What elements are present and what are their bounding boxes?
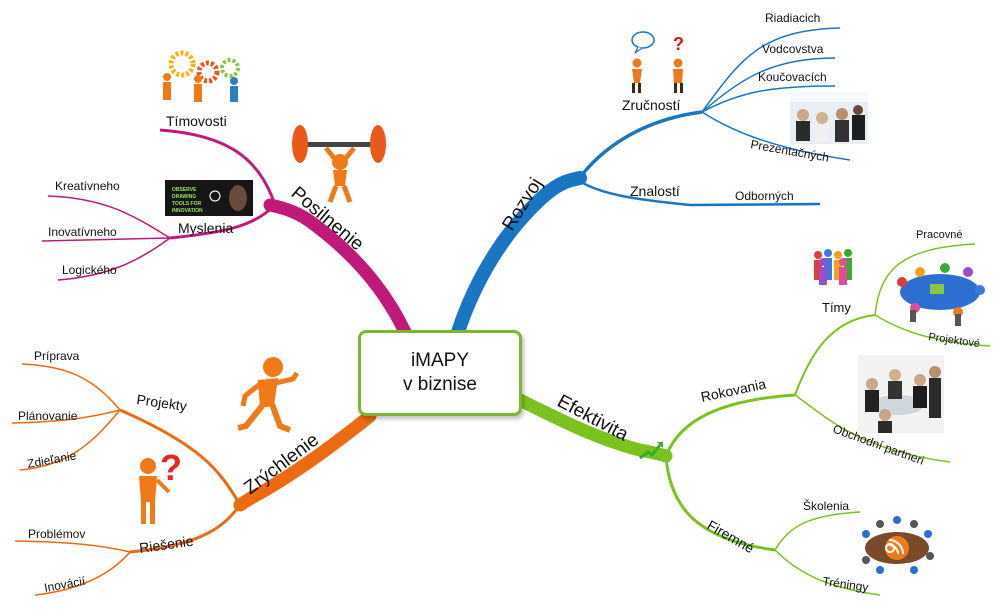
branch-posilnenie: Posilnenie Tímovosti Myslenia Kreatívneh… (41, 50, 412, 339)
svg-text:?: ? (160, 447, 182, 488)
projekty-label: Projekty (136, 391, 188, 414)
myslenia-label: Myslenia (178, 220, 233, 236)
link-zrucnosti (576, 110, 703, 182)
pracovne-label: Pracovné (916, 229, 962, 241)
timovosti-label: Tímovosti (166, 113, 227, 129)
weightlifter-icon (292, 125, 386, 203)
link-firemne (664, 455, 776, 552)
treningy-label: Tréningy (822, 574, 870, 594)
central-topic-line1: iMAPY (410, 350, 470, 371)
link-myslenia (169, 203, 277, 240)
discussion-people-icon: ? (631, 31, 684, 93)
vodcovstva-label: Vodcovstva (762, 42, 824, 56)
projektove-label: Projektové (928, 331, 981, 350)
timy-label: Tímy (822, 300, 851, 315)
zdielanie-label: Zdieľanie (26, 449, 78, 471)
team-table-icon (897, 263, 985, 326)
svg-text:?: ? (673, 34, 684, 54)
riadiacich-label: Riadiacich (765, 11, 820, 25)
inovativneho-label: Inovatívneho (48, 225, 117, 239)
svg-text:INNOVATION: INNOVATION (172, 208, 203, 214)
inovacii-label: Inovácií (43, 574, 87, 595)
koucovacich-label: Koučovacích (758, 70, 827, 84)
svg-text:DRAWING: DRAWING (172, 194, 196, 200)
znalosti-label: Znalostí (630, 183, 680, 199)
problemov-label: Problémov (28, 527, 85, 541)
firemne-label: Firemné (705, 517, 758, 557)
svg-text:TOOLS FOR: TOOLS FOR (172, 201, 201, 207)
business-partners-photo-icon (858, 355, 944, 433)
branch-rozvoj: Rozvoj Zručností Znalostí Riadiacich Vod… (451, 11, 868, 339)
myslenia-image-text: OBSERVE (172, 187, 197, 193)
link-znalosti (577, 178, 821, 207)
link-rokovania (664, 393, 796, 457)
kreativneho-label: Kreatívneho (55, 179, 120, 193)
odbornych-label: Odborných (735, 189, 794, 203)
central-topic: iMAPY v biznise (358, 330, 522, 416)
business-meeting-photo-icon (790, 92, 868, 144)
link-timovosti (159, 128, 277, 206)
planovanie-label: Plánovanie (18, 409, 78, 423)
training-round-table-icon (862, 516, 934, 574)
running-person-icon (237, 357, 300, 433)
innovation-thinking-photo-icon: OBSERVE DRAWING TOOLS FOR INNOVATION (165, 180, 253, 216)
riesenie-label: Riešenie (138, 533, 194, 556)
link-projekty (119, 408, 242, 506)
teamwork-gears-icon (163, 50, 240, 102)
priprava-label: Príprava (34, 349, 80, 363)
growth-arrow-icon (639, 442, 663, 460)
zrucnosti-label: Zručností (622, 97, 680, 113)
people-group-icon (814, 249, 852, 285)
question-person-icon: ? (139, 447, 182, 524)
skolenia-label: Školenia (803, 498, 849, 513)
central-topic-line2: v biznise (403, 374, 477, 395)
link-riesenie (129, 504, 242, 554)
branch-zrychlenie: Zrýchlenie Projekty Riešenie Príprava Pl… (11, 349, 377, 596)
logickeho-label: Logického (62, 263, 117, 277)
branch-efektivita: Efektivita Rokovania Tímy Pracovné Proje… (513, 229, 991, 596)
